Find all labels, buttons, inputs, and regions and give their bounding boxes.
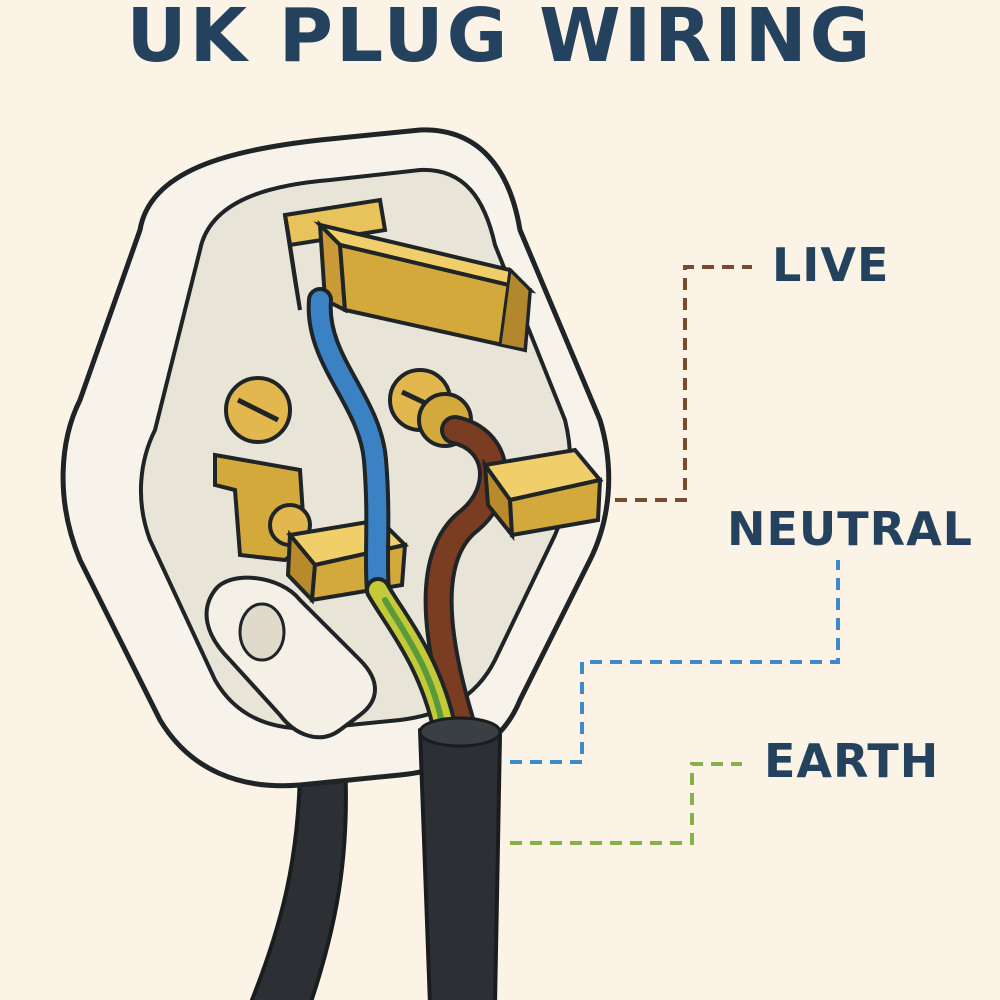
cord-grip-hole <box>238 602 286 662</box>
back-cable <box>249 758 348 1000</box>
label-earth: EARTH <box>764 734 940 788</box>
label-neutral: NEUTRAL <box>727 502 973 556</box>
earth-pin <box>282 197 537 353</box>
label-live: LIVE <box>772 238 890 292</box>
earth-leader-line <box>510 762 742 845</box>
neutral-terminal <box>213 376 312 563</box>
main-cable <box>417 720 503 1000</box>
page-title: UK PLUG WIRING <box>126 0 874 79</box>
neutral-leader-line <box>510 560 840 764</box>
live-leader-line <box>615 265 752 502</box>
live-pin <box>481 447 604 542</box>
